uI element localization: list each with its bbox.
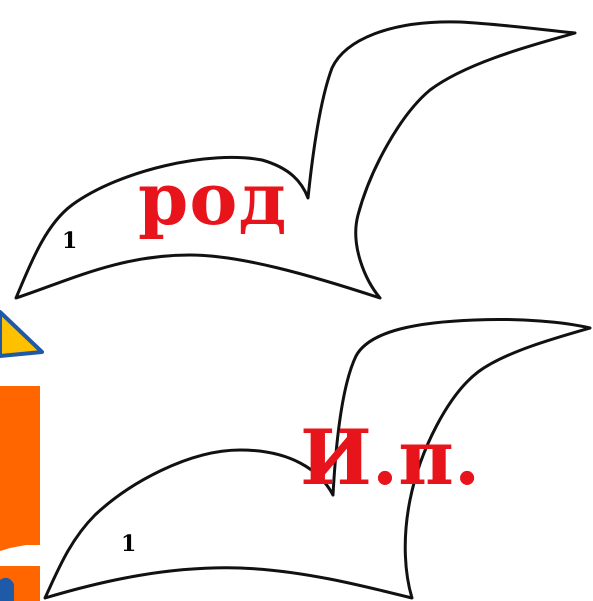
yellow-triangle-decoration	[0, 312, 42, 356]
card-number-top: 1	[62, 230, 77, 252]
paper-card-top	[16, 22, 575, 298]
card-word-top: род	[138, 163, 287, 235]
card-word-bottom: И.п.	[300, 420, 480, 496]
card-number-bottom: 1	[121, 533, 136, 555]
orange-block-decoration	[0, 386, 40, 601]
